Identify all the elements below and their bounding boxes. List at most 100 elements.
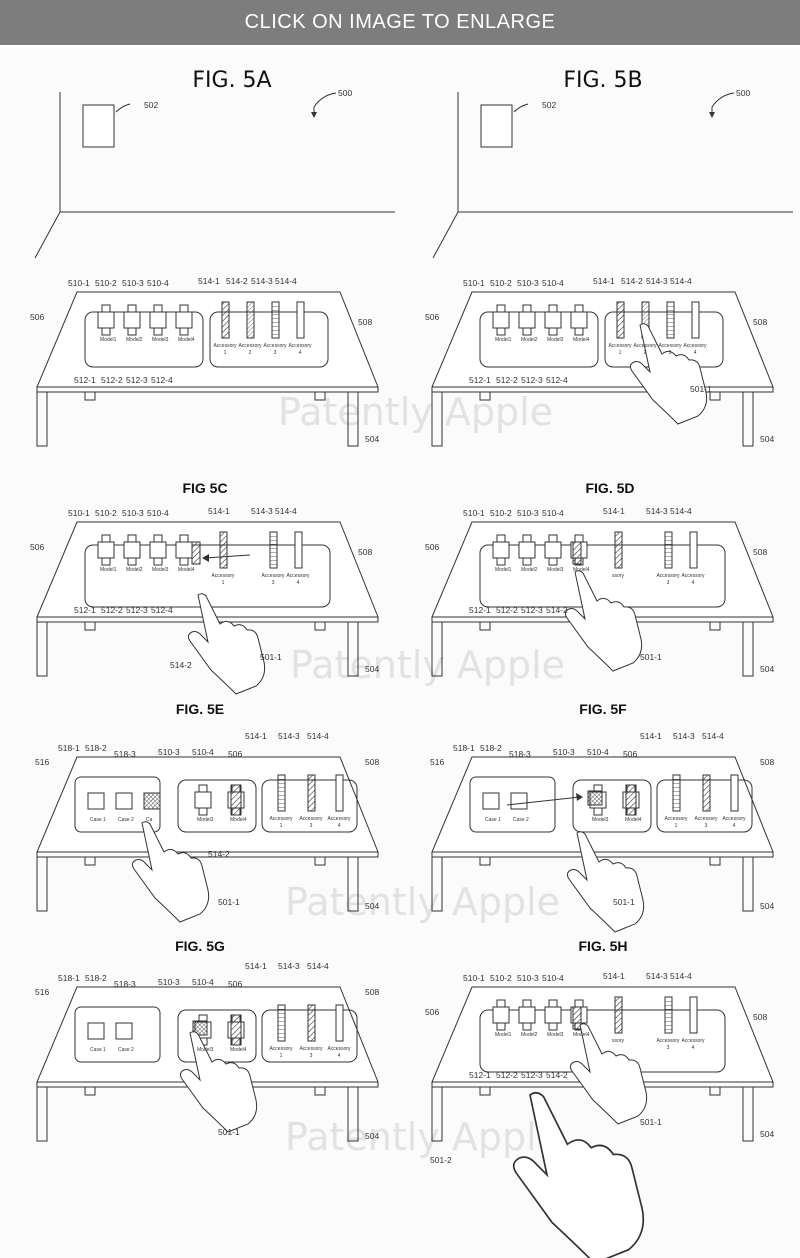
model-tab [574,304,584,313]
model-tab [179,534,189,543]
accessory-label: Accessory [658,343,682,349]
accessory-3 [307,1004,316,1042]
ref-label-514-1: 514-1 [640,731,662,741]
model-label: Model4 [625,817,642,823]
hand-icon-501-1 [564,570,643,672]
model-tray-506 [572,779,652,833]
table-legs [36,622,359,677]
model-label: Model4 [573,337,590,343]
ref-label-510-1: 510-1 [463,508,485,518]
ref-label-514-1: 514-1 [593,276,615,286]
accessory-4 [689,996,698,1034]
table-legs [431,1087,754,1142]
accessory-1 [614,996,623,1034]
model-label: Model4 [230,1047,247,1053]
accessory-3 [666,301,675,339]
ref-label-500: 500 [338,88,352,98]
ref-label-510-4: 510-4 [542,508,564,518]
accessory-label: Accessory [633,343,657,349]
ref-label-504: 504 [760,1129,774,1139]
accessory-1 [219,531,228,569]
table-top [36,291,379,388]
ref-label-506: 506 [425,1007,439,1017]
accessory-label: Accessory [299,816,323,822]
accessory-1 [277,1004,286,1042]
accessory-label: ssory [612,1038,624,1044]
arrowhead [311,112,317,118]
accessory-label: Accessory [681,573,705,579]
ref-label-510-4: 510-4 [542,973,564,983]
arrowhead [709,112,715,118]
ref-label-512-2: 512-2 [496,1070,518,1080]
accessory-2-dragged [572,541,582,565]
ref-label-510-3: 510-3 [553,747,575,757]
model-1 [97,541,115,559]
model-label: Model1 [100,337,117,343]
accessory-tray-508 [209,311,329,368]
ref-label-501-1: 501-1 [260,652,282,662]
model-tab [198,784,208,793]
drag-arrow [204,554,251,559]
accessory-label: Accessory [286,573,310,579]
ref-label-514-4: 514-4 [670,971,692,981]
model-3 [544,541,562,559]
accessory-label: Accessory [656,573,680,579]
accessory-label: Accessory [269,1046,293,1052]
room-wall-lines [432,92,793,259]
ref-label-512-1: 512-1 [469,1070,491,1080]
ref-label-504: 504 [365,1131,379,1141]
ref-label-514-1: 514-1 [603,506,625,516]
ref-label-510-4: 510-4 [587,747,609,757]
hand-icon-501-2 [512,1091,645,1258]
model-label: Model4 [573,567,590,573]
ref-label-514-2: 514-2 [170,660,192,670]
model-tab [548,304,558,313]
ref-label-512-1: 512-1 [74,375,96,385]
arrowhead [202,554,209,562]
ref-label-518-3: 518-3 [509,749,531,759]
accessory-2 [246,301,255,339]
model-label: Model1 [495,1032,512,1038]
ref-label-510-2: 510-2 [95,508,117,518]
accessory-label: ssory [612,573,624,579]
accessory-label: Accessory [656,1038,680,1044]
accessory-label: Accessory [261,573,285,579]
accessory-number: 4 [694,350,697,356]
ref-label-508: 508 [753,547,767,557]
accessory-label: Accessory [722,816,746,822]
ref-label-504: 504 [760,901,774,911]
ref-label-518-2: 518-2 [85,743,107,753]
hand-icon-501-1 [629,323,708,425]
ref-label-518-1: 518-1 [453,743,475,753]
ref-label-512-3: 512-3 [521,375,543,385]
accessory-4 [691,301,700,339]
ref-label-500: 500 [736,88,750,98]
accessory-1 [277,774,286,812]
accessory-number: 1 [280,823,283,829]
ref-label-510-1: 510-1 [463,278,485,288]
case-label: Case 2 [513,817,529,823]
enlarge-image-banner[interactable]: CLICK ON IMAGE TO ENLARGE [0,0,800,45]
room-wall-lines [34,92,395,259]
case-2 [115,1022,133,1040]
accessory-3 [664,996,673,1034]
model-3 [149,541,167,559]
ref-label-508: 508 [365,757,379,767]
accessory-label: Accessory [211,573,235,579]
accessory-label: Accessory [664,816,688,822]
model-1 [97,311,115,329]
fig-5b-title: FIG. 5B [563,68,642,93]
accessory-number: 4 [338,823,341,829]
model-4 [570,311,588,329]
ref-label-510-2: 510-2 [95,278,117,288]
ref-label-514-4: 514-4 [275,276,297,286]
model-tab [101,534,111,543]
accessory-4 [335,1004,344,1042]
model-tab [522,557,532,566]
model-tab [496,327,506,336]
case-label: Case 2 [118,817,134,823]
